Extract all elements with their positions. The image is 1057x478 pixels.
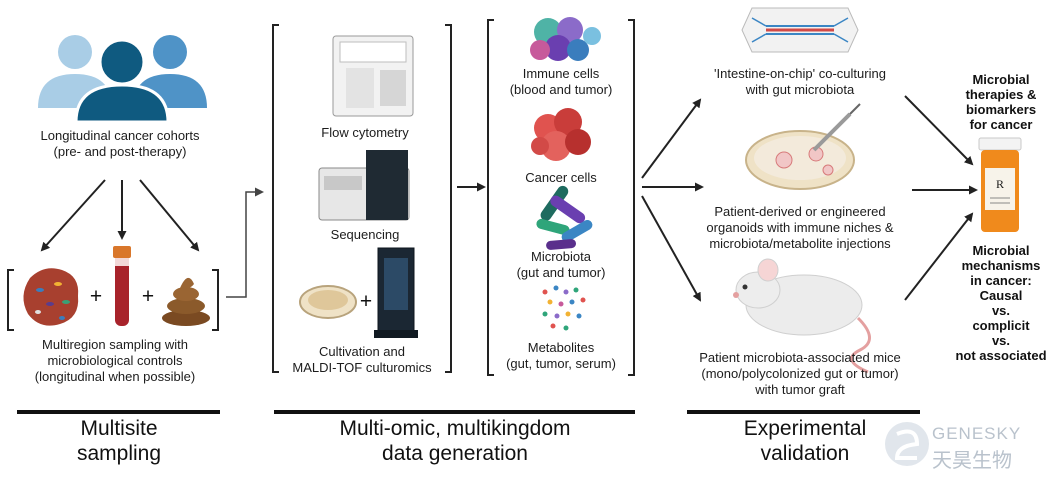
sequencing-label: Sequencing xyxy=(330,227,400,242)
validation-arrows xyxy=(641,98,704,302)
section-1-line-1: Multisite xyxy=(80,417,158,440)
chip-line-2: with gut microbiota xyxy=(745,82,855,97)
watermark-logo xyxy=(885,422,929,466)
mechanisms-line-4: Causal xyxy=(979,288,1023,303)
intestine-chip-icon xyxy=(741,7,859,53)
sampling-arrows xyxy=(40,179,200,252)
section-2-line-2: data generation xyxy=(382,442,528,465)
cohort-label-line-1: Longitudinal cancer cohorts xyxy=(40,128,200,143)
therapies-label: Microbial therapies & biomarkers for can… xyxy=(950,72,1052,132)
mechanisms-label: Microbial mechanisms in cancer: Causal v… xyxy=(950,243,1052,363)
therapies-line-1: Microbial xyxy=(972,72,1030,87)
microbiota-label: Microbiota (gut and tumor) xyxy=(494,249,628,281)
mouse-icon xyxy=(733,258,871,374)
immune-cells-icon xyxy=(530,17,601,61)
blood-tube-icon xyxy=(113,246,131,326)
chip-line-1: 'Intestine-on-chip' co-culturing xyxy=(714,66,886,81)
microbiota-line-1: Microbiota xyxy=(531,249,591,264)
flow-cytometer-icon xyxy=(332,35,414,117)
therapies-line-4: for cancer xyxy=(969,117,1033,132)
microbiota-icon xyxy=(536,185,593,250)
section-title-sampling: Multisite sampling xyxy=(18,416,220,466)
cohort-label-line-2: (pre- and post-therapy) xyxy=(53,144,187,159)
mechanisms-line-6: complicit xyxy=(972,318,1030,333)
metabolites-label: Metabolites (gut, tumor, serum) xyxy=(490,340,632,372)
mechanisms-line-5: vs. xyxy=(991,303,1011,318)
flow-connector-1 xyxy=(226,187,264,298)
pill-bottle-icon xyxy=(978,137,1022,232)
cancer-cells-label: Cancer cells xyxy=(525,170,597,185)
petri-dish-icon xyxy=(299,285,357,319)
multiregion-line-3: (longitudinal when possible) xyxy=(34,369,196,384)
culturomics-line-1: Cultivation and xyxy=(319,344,405,359)
mechanisms-line-8: not associated xyxy=(955,348,1047,363)
multiregion-line-1: Multiregion sampling with xyxy=(42,337,188,352)
multiregion-label: Multiregion sampling with microbiologica… xyxy=(10,337,220,385)
maldi-tof-icon xyxy=(374,247,418,338)
cancer-cells-icon xyxy=(531,108,591,161)
section-1-line-2: sampling xyxy=(76,442,162,465)
sequencer-icon xyxy=(318,150,410,221)
rx-mark: R xyxy=(995,177,1004,191)
chip-label: 'Intestine-on-chip' co-culturing with gu… xyxy=(690,66,910,98)
mice-line-2: (mono/polycolonized gut or tumor) xyxy=(701,366,899,381)
culturomics-line-2: MALDI-TOF culturomics xyxy=(292,360,432,375)
mechanisms-line-2: mechanisms xyxy=(961,258,1041,273)
therapies-line-2: therapies & xyxy=(965,87,1037,102)
tumor-tissue-icon xyxy=(23,268,79,326)
mice-label: Patient microbiota-associated mice (mono… xyxy=(680,350,920,398)
watermark-cjk: 天昊生物 xyxy=(932,450,1012,472)
multiregion-line-2: microbiological controls xyxy=(47,353,183,368)
organoids-label: Patient-derived or engineered organoids … xyxy=(690,204,910,252)
organoids-line-1: Patient-derived or engineered xyxy=(714,204,886,219)
mice-line-1: Patient microbiota-associated mice xyxy=(699,350,901,365)
microbiota-line-2: (gut and tumor) xyxy=(516,265,606,280)
section-title-generation: Multi-omic, multikingdom data generation xyxy=(275,416,635,466)
metabolites-line-2: (gut, tumor, serum) xyxy=(506,356,616,371)
methods-bracket xyxy=(272,24,452,373)
section-3-line-1: Experimental xyxy=(743,417,867,440)
mechanisms-line-7: vs. xyxy=(991,333,1011,348)
cohort-label: Longitudinal cancer cohorts (pre- and po… xyxy=(20,128,220,160)
stool-icon xyxy=(162,277,210,326)
therapies-line-3: biomarkers xyxy=(965,102,1037,117)
plus-sign-3: + xyxy=(359,290,373,313)
mechanisms-line-3: in cancer: xyxy=(970,273,1032,288)
plus-sign-1: + xyxy=(89,285,103,308)
immune-line-2: (blood and tumor) xyxy=(509,82,613,97)
immune-line-1: Immune cells xyxy=(522,66,600,81)
culturomics-label: Cultivation and MALDI-TOF culturomics xyxy=(276,344,448,376)
flow-cytometry-label: Flow cytometry xyxy=(321,125,409,140)
plus-sign-2: + xyxy=(141,285,155,308)
section-2-line-1: Multi-omic, multikingdom xyxy=(339,417,571,440)
mechanisms-line-1: Microbial xyxy=(972,243,1030,258)
metabolites-line-1: Metabolites xyxy=(527,340,595,355)
watermark-latin: GENESKY xyxy=(932,424,1022,443)
organoid-dish-icon xyxy=(745,103,861,190)
immune-cells-label: Immune cells (blood and tumor) xyxy=(494,66,628,98)
section-3-line-2: validation xyxy=(760,442,850,465)
metabolites-icon xyxy=(542,285,586,331)
samples-bracket xyxy=(7,269,219,331)
patients-icon xyxy=(38,35,207,124)
mice-line-3: with tumor graft xyxy=(755,382,845,397)
organoids-line-2: organoids with immune niches & xyxy=(706,220,894,235)
section-title-validation: Experimental validation xyxy=(690,416,920,466)
organoids-line-3: microbiota/metabolite injections xyxy=(709,236,891,251)
data-types-bracket xyxy=(487,19,635,376)
outcome-arrows xyxy=(904,95,978,301)
